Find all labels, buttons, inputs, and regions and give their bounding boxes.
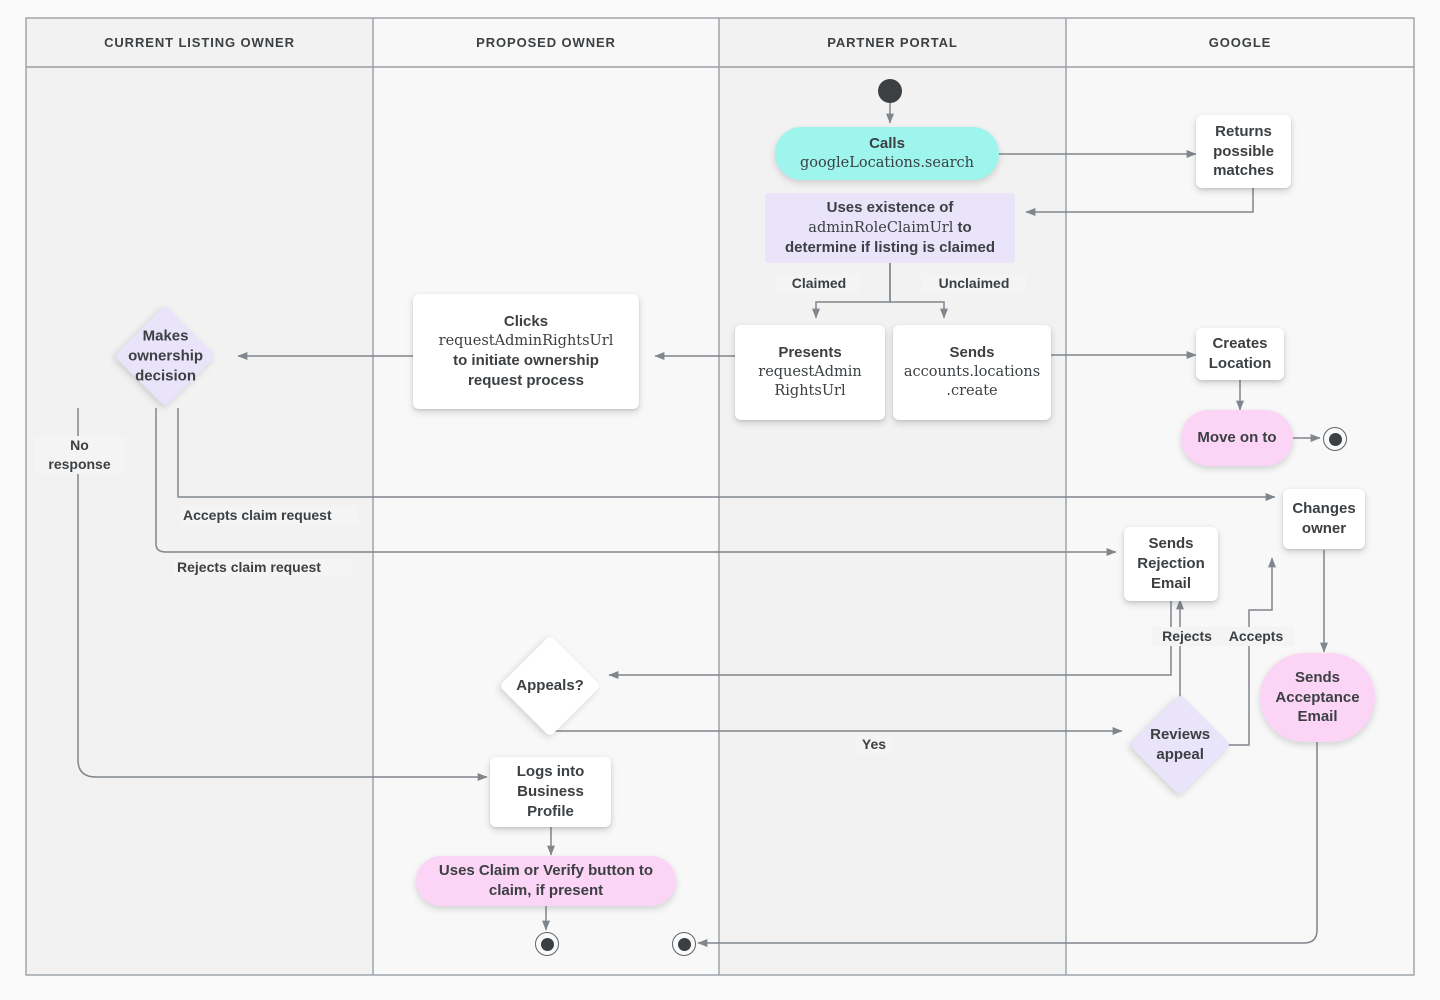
lane-header-label: GOOGLE	[1208, 35, 1272, 50]
edge-label-yes: Yes	[855, 735, 893, 754]
lane-header-partner-portal: PARTNER PORTAL	[719, 18, 1066, 67]
node-label: Uses Claim or Verify button to claim, if…	[438, 862, 654, 899]
node-label: Sends Acceptance Email	[1275, 668, 1360, 726]
node-line-2: requestAdminRightsUrl	[438, 333, 614, 350]
edge-label-rejects: Rejects	[1152, 627, 1222, 646]
node-line-1: Presents	[778, 344, 842, 362]
node-line-2: requestAdmin	[758, 364, 862, 381]
edge-label-rejects-claim-request: Rejects claim request	[174, 558, 352, 577]
edge-label-unclaimed: Unclaimed	[922, 274, 1026, 293]
node-sends-acceptance-email[interactable]: Sends Acceptance Email	[1260, 653, 1375, 742]
node-line-1: Calls	[869, 135, 905, 153]
node-logs-into-business-profile[interactable]: Logs into Business Profile	[490, 757, 611, 827]
lane-header-label: PARTNER PORTAL	[827, 35, 958, 50]
lane-header-current-listing-owner: CURRENT LISTING OWNER	[26, 18, 373, 67]
node-label: Move on to	[1197, 429, 1277, 447]
node-label: Appeals?	[516, 677, 584, 695]
node-uses-claim-or-verify-button[interactable]: Uses Claim or Verify button to claim, if…	[416, 856, 676, 906]
node-creates-location[interactable]: Creates Location	[1196, 328, 1284, 380]
lane-header-google: GOOGLE	[1066, 18, 1414, 67]
edge-label-no-response: No response	[34, 436, 125, 474]
edge-label-accepts: Accepts	[1218, 627, 1294, 646]
node-returns-possible-matches[interactable]: Returns possible matches	[1196, 115, 1291, 188]
node-sends-accounts-locations-create[interactable]: Sends accounts.locations .create	[893, 325, 1051, 420]
node-line-2: googleLocations.search	[799, 154, 974, 171]
node-line-3: to initiate ownership	[453, 352, 599, 370]
node-label: Returns possible matches	[1213, 122, 1274, 180]
node-line-2: accounts.locations	[903, 364, 1041, 381]
lane-header-proposed-owner: PROPOSED OWNER	[373, 18, 719, 67]
node-label: Reviews appeal	[1149, 726, 1211, 763]
node-move-on-to[interactable]: Move on to	[1181, 410, 1293, 466]
node-line-3: .create	[946, 383, 998, 400]
node-code-admin-role-claim-url: adminRoleClaimUrl	[808, 219, 954, 236]
node-line-2b: to	[953, 218, 972, 236]
node-changes-owner[interactable]: Changes owner	[1283, 489, 1365, 549]
node-line-2: adminRoleClaimUrl to	[808, 218, 971, 238]
node-label: Changes owner	[1292, 500, 1356, 537]
node-calls-google-locations-search[interactable]: Calls googleLocations.search	[775, 127, 999, 180]
lane-header-label: CURRENT LISTING OWNER	[104, 35, 295, 50]
node-line-3: RightsUrl	[774, 383, 846, 400]
lane-header-label: PROPOSED OWNER	[476, 35, 616, 50]
node-sends-rejection-email[interactable]: Sends Rejection Email	[1124, 527, 1218, 601]
node-line-4: request process	[468, 371, 584, 389]
node-line-3: determine if listing is claimed	[784, 239, 996, 257]
node-label: Logs into Business Profile	[516, 763, 585, 820]
node-clicks-request-admin-rights-url[interactable]: Clicks requestAdminRightsUrl to initiate…	[413, 294, 639, 409]
end-node-partner-portal	[672, 932, 696, 956]
node-uses-existence-of-admin-role-claim-url[interactable]: Uses existence of adminRoleClaimUrl to d…	[765, 193, 1015, 263]
end-node-proposed-owner	[535, 932, 559, 956]
end-node-google	[1323, 427, 1347, 451]
node-line-1: Uses existence of	[826, 199, 954, 217]
edge-label-accepts-claim-request: Accepts claim request	[180, 506, 358, 525]
node-label: Creates Location	[1208, 335, 1272, 372]
node-label: Makes ownership decision	[127, 327, 203, 384]
node-presents-request-admin-rights-url[interactable]: Presents requestAdmin RightsUrl	[735, 325, 885, 420]
node-line-1: Clicks	[503, 313, 549, 331]
node-label: Sends Rejection Email	[1137, 535, 1205, 592]
start-node-partner-portal	[878, 79, 902, 103]
edge-label-claimed: Claimed	[777, 274, 861, 293]
node-line-1: Sends	[949, 344, 995, 362]
